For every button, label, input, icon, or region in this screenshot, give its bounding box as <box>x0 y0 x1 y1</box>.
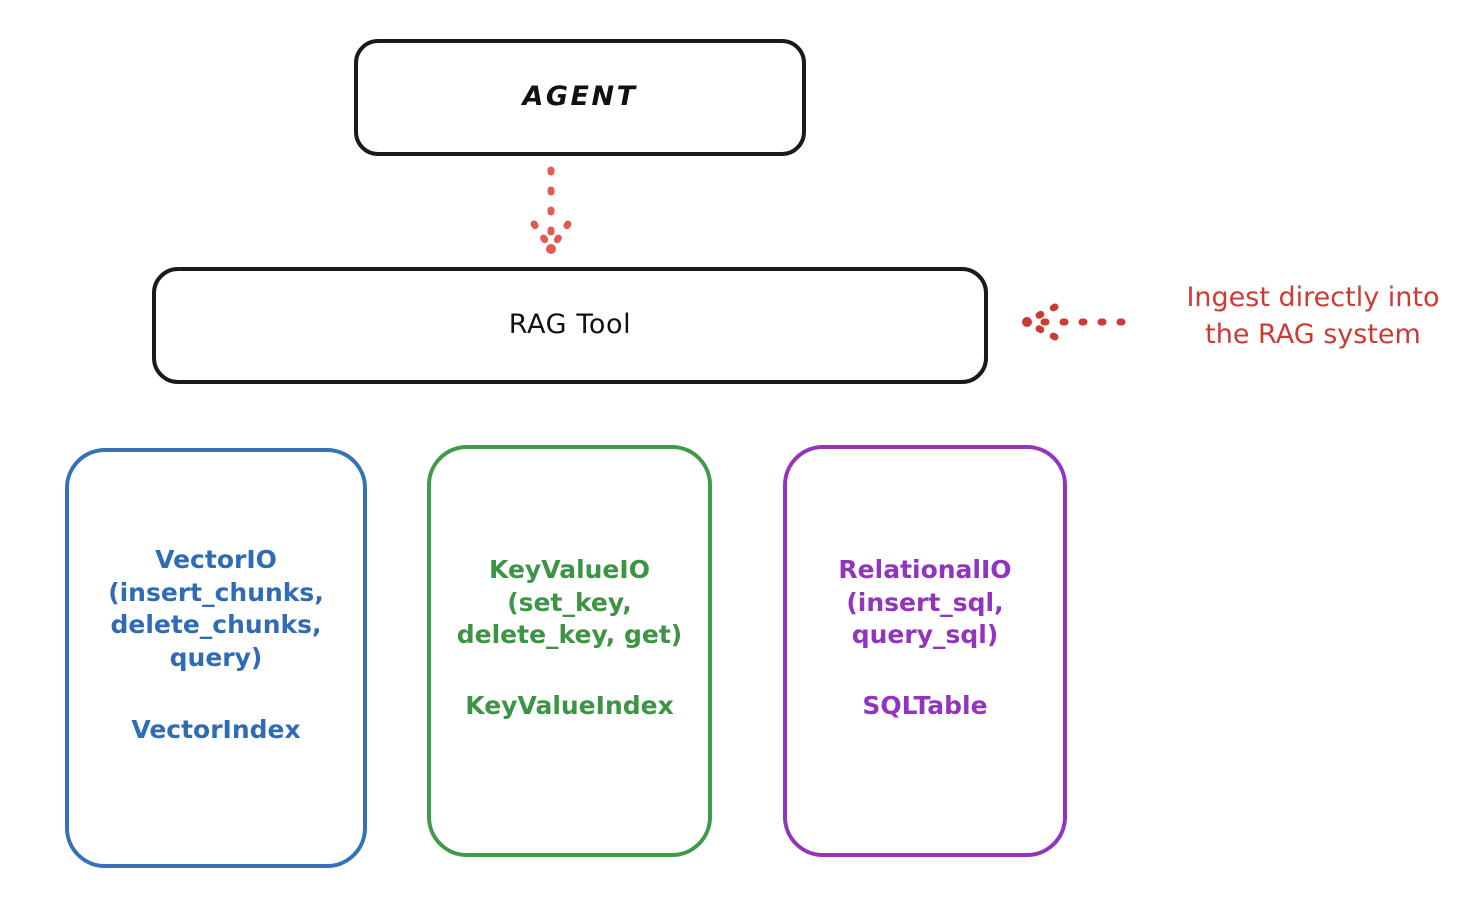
key-value-io-node[interactable]: KeyValueIO (set_key, delete_key, get) Ke… <box>427 445 712 857</box>
vector-io-node[interactable]: VectorIO (insert_chunks, delete_chunks, … <box>65 448 367 868</box>
key-value-io-content: KeyValueIO (set_key, delete_key, get) Ke… <box>431 449 708 722</box>
relational-io-index-label: SQLTable <box>862 690 988 720</box>
edge-agent-to-rag-tool <box>530 166 572 254</box>
key-value-io-api-label: KeyValueIO (set_key, delete_key, get) <box>456 555 683 649</box>
rag-tool-label: RAG Tool <box>508 309 632 341</box>
agent-node[interactable]: AGENT <box>354 39 806 156</box>
relational-io-content: RelationalIO (insert_sql, query_sql) SQL… <box>787 449 1063 722</box>
edge-ingest-to-rag-tool <box>1022 303 1126 341</box>
ingest-annotation-text: Ingest directly into the RAG system <box>1186 282 1440 351</box>
vector-io-index-label: VectorIndex <box>131 715 301 744</box>
relational-io-api-label: RelationalIO (insert_sql, query_sql) <box>838 555 1012 649</box>
key-value-io-index-label: KeyValueIndex <box>465 690 674 720</box>
rag-tool-node[interactable]: RAG Tool <box>152 267 988 384</box>
vector-io-api-label: VectorIO (insert_chunks, delete_chunks, … <box>108 545 324 672</box>
vector-io-content: VectorIO (insert_chunks, delete_chunks, … <box>69 452 363 747</box>
relational-io-node[interactable]: RelationalIO (insert_sql, query_sql) SQL… <box>783 445 1067 857</box>
agent-label: AGENT <box>522 81 638 113</box>
